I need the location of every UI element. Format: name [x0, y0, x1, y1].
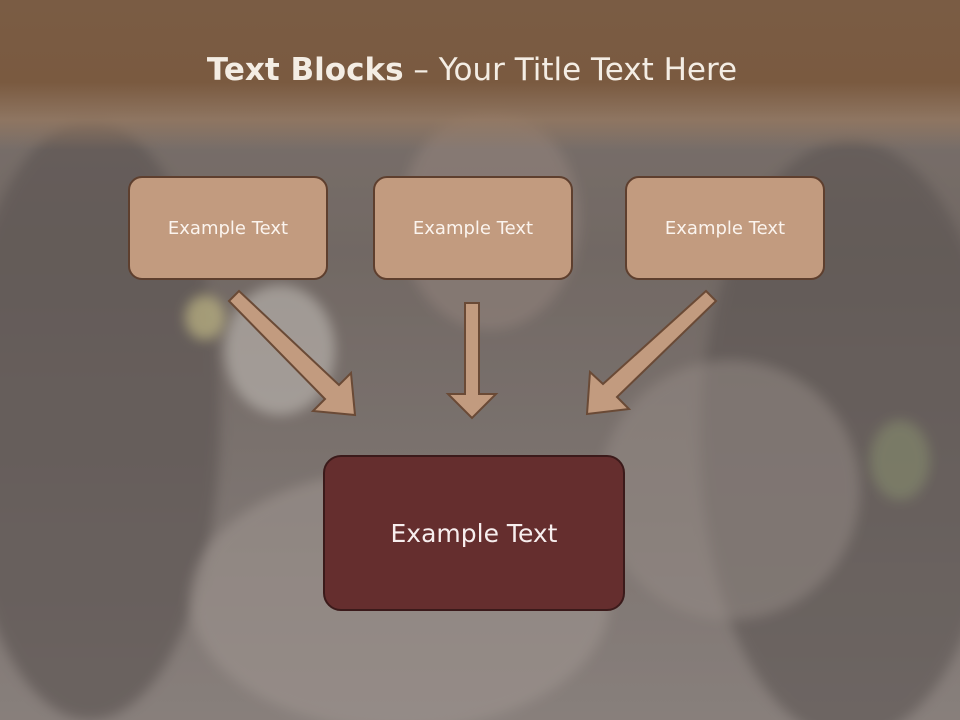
title-rest: – Your Title Text Here — [403, 52, 738, 88]
text-block-2-label: Example Text — [412, 217, 534, 239]
text-block-3-label: Example Text — [664, 217, 786, 239]
text-block-1[interactable]: Example Text — [128, 176, 328, 280]
text-block-3[interactable]: Example Text — [625, 176, 825, 280]
text-block-1-label: Example Text — [167, 217, 289, 239]
main-text-block-label: Example Text — [390, 518, 558, 548]
title-bold: Text Blocks — [206, 52, 404, 88]
main-text-block[interactable]: Example Text — [323, 455, 625, 611]
text-block-2[interactable]: Example Text — [373, 176, 573, 280]
title-band — [0, 0, 960, 150]
arrow-middle — [445, 302, 499, 420]
arrow-right — [585, 289, 718, 416]
slide-title: Text Blocks – Your Title Text Here — [0, 52, 944, 88]
arrow-left — [227, 289, 357, 417]
